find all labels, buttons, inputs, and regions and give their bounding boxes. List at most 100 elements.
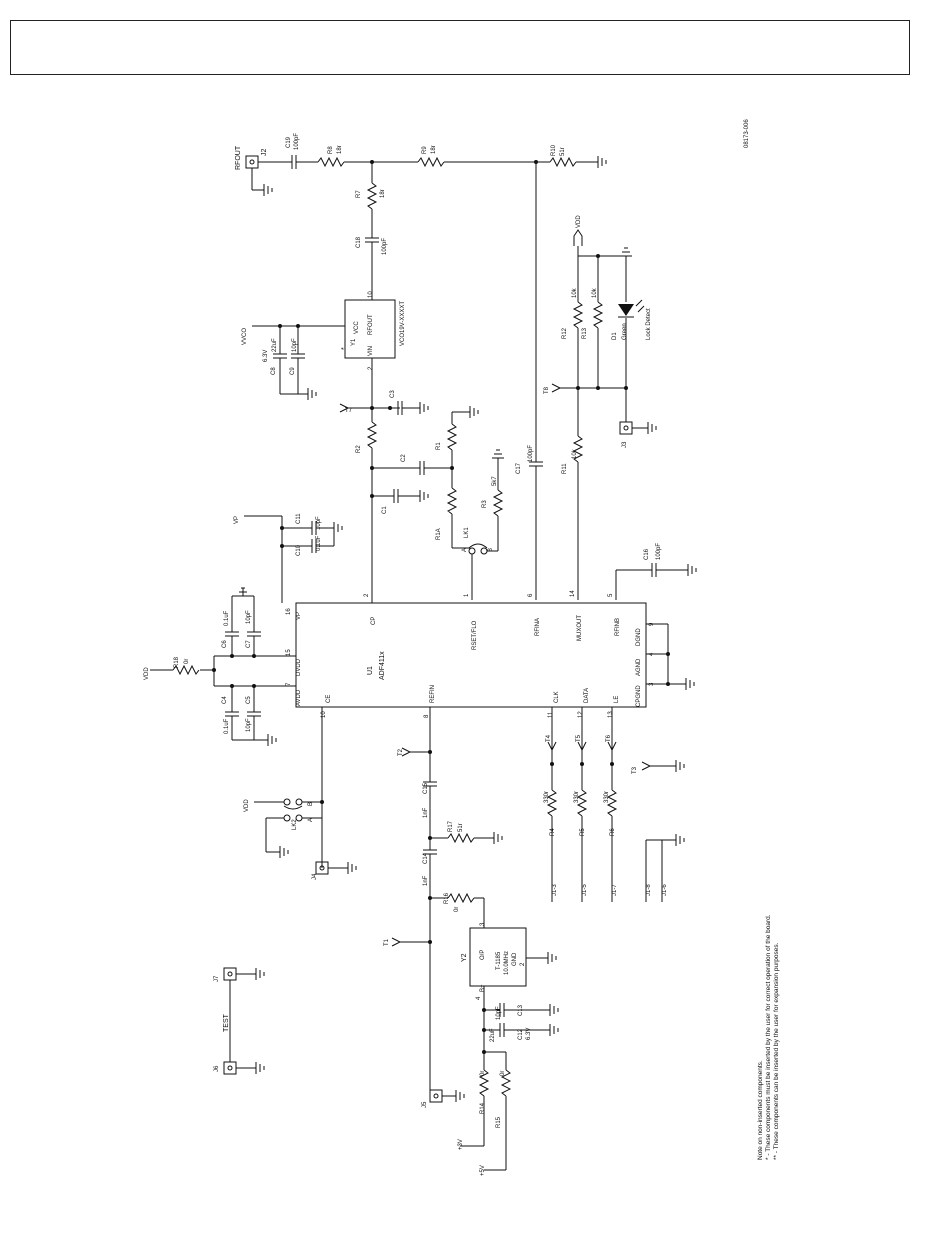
r3-label: R3 xyxy=(482,500,488,508)
osc-bplus: B+ xyxy=(480,984,486,992)
plus3v-label: +3V xyxy=(458,1139,464,1150)
vco-pin2: 2 xyxy=(368,366,374,370)
test-label: TEST xyxy=(223,1013,230,1032)
pin-rfina-num: 6 xyxy=(528,593,534,597)
note-line1: * - These components must be inserted by… xyxy=(765,914,772,1160)
j1-7-label: J1-7 xyxy=(612,884,618,896)
d1-label: D1 xyxy=(612,332,618,340)
digital-interface: T4 T5 T6 330r 330r 330r R4 R5 R6 J1-3 J1… xyxy=(544,707,685,902)
pin-rfinb-num: 5 xyxy=(608,593,614,597)
r10-label: R10 xyxy=(551,144,557,156)
c4-value: 0.1uF xyxy=(224,718,230,734)
r18-label: R18 xyxy=(174,656,180,668)
r7-label: R7 xyxy=(356,190,362,198)
c8-value: 22uF xyxy=(272,338,278,352)
c15-value: 1nF xyxy=(423,807,429,818)
pin-muxout-num: 14 xyxy=(570,590,576,597)
c14-value: 1nF xyxy=(423,875,429,886)
r1-label: R1 xyxy=(436,442,442,450)
c12-label: C12 xyxy=(518,1028,524,1040)
t2-label: T2 xyxy=(398,748,404,756)
figure-id: 08173-006 xyxy=(744,119,750,148)
pin-cpgnd-name: CPGND xyxy=(636,685,642,707)
plus5v-label: +5V xyxy=(480,1165,486,1176)
pin-cp-num: 2 xyxy=(364,593,370,597)
d1-lock-detect: Lock Detect xyxy=(646,308,652,340)
c5-label: C5 xyxy=(246,696,252,704)
osc-freq: 10.0MHz xyxy=(504,951,510,975)
pin-data-name: DATA xyxy=(584,688,590,703)
t1-label: T1 xyxy=(384,938,390,946)
vco-y1: 10 2 VCC VIN RFOUT Y1 * VCO19V-XXXXT VVC… xyxy=(242,291,406,408)
j7-label: J7 xyxy=(214,975,220,982)
r7-value: 18r xyxy=(380,189,386,198)
c16-value: 100pF xyxy=(656,543,662,560)
pin-ce-name: CE xyxy=(326,695,332,703)
c8-label: C8 xyxy=(271,367,277,375)
osc-gnd: GND xyxy=(512,952,518,966)
vco-vcc: VCC xyxy=(354,321,360,334)
r8-value: 18r xyxy=(337,145,343,154)
pin-clk-name: CLK xyxy=(554,691,560,703)
r16-value: 0r xyxy=(454,907,460,912)
r1a-label: R1A xyxy=(436,528,442,540)
pin-ce-num: 10 xyxy=(321,711,327,718)
j2-label: J2 xyxy=(261,149,268,157)
pin-dvdd-num: 15 xyxy=(286,649,292,656)
r2-label: R2 xyxy=(356,445,362,453)
pin-le-name: LE xyxy=(614,696,620,703)
lk1-a: A xyxy=(462,548,468,552)
vdd-ce: VDD xyxy=(244,799,250,812)
c19-value: 100pF xyxy=(294,133,300,150)
oscillator-y2: 3 O/P T-1185 10.0MHz GND 2 Y2 B+ 4 C13 1… xyxy=(458,922,559,1176)
vco-pin10: 10 xyxy=(368,291,374,298)
t3-label: T3 xyxy=(632,766,638,774)
r17-value: 51r xyxy=(458,823,464,832)
j6-label: J6 xyxy=(214,1065,220,1072)
osc-ref: Y2 xyxy=(461,953,468,962)
c10-value: 0.1uF xyxy=(316,535,322,551)
pin-le-num: 13 xyxy=(608,711,614,718)
pin-avdd-name: AVDD xyxy=(296,689,302,706)
osc-pin4: 4 xyxy=(476,996,482,1000)
c11-label: C11 xyxy=(296,513,302,524)
refin-section: T2 C15 1nF R17 51r C14 1nF R16 0r T1 J5 xyxy=(384,707,503,1108)
c10-label: C10 xyxy=(296,544,302,556)
pin-rfinb-name: RFINB xyxy=(615,618,621,636)
c2-label: C2 xyxy=(401,454,407,462)
r14-label: R14 xyxy=(480,1102,486,1114)
j1-3-label: J1-3 xyxy=(552,884,558,896)
r12-value: 10k xyxy=(572,287,578,298)
c6-value: 0.1uF xyxy=(224,610,230,626)
pin-rfina-name: RFINA xyxy=(535,618,541,636)
c11-value: 10pF xyxy=(316,516,322,530)
lk2-a: A xyxy=(308,818,314,822)
c17-label: C17 xyxy=(516,462,522,474)
pin-vp-num: 16 xyxy=(286,608,292,615)
vco-ref: Y1 xyxy=(351,338,357,346)
r5-value: 330r xyxy=(574,791,580,803)
r17-label: R17 xyxy=(448,820,454,832)
c5-value: 10pF xyxy=(246,718,252,732)
c9-label: C9 xyxy=(290,367,296,375)
r12-label: R12 xyxy=(562,327,568,339)
r4-label: R4 xyxy=(550,828,556,836)
header-frame xyxy=(10,20,910,75)
c18-label: C18 xyxy=(356,236,362,248)
lk1-b: B xyxy=(488,548,494,552)
c4-label: C4 xyxy=(222,696,228,704)
r3-value: 5k7 xyxy=(492,476,498,486)
j3-label: J3 xyxy=(622,441,628,448)
vco-marker: * xyxy=(341,347,348,350)
c14-label: C14 xyxy=(423,852,429,864)
pin-rset-num: 1 xyxy=(464,593,470,597)
rfout-section: RFOUT J2 C19 100pF R8 18r R9 18r R10 51r… xyxy=(235,133,607,300)
vvco-label: VVCO xyxy=(242,328,248,345)
ic-u1: U1 ADF411x 2 CP 1 RSET/FLO 6 RFINA 14 MU… xyxy=(286,590,695,718)
j4-label: J4 xyxy=(312,873,318,880)
osc-pin3: 3 xyxy=(480,922,486,926)
c17-value: 100pF xyxy=(528,445,534,462)
r14-value: 0r xyxy=(480,1071,486,1076)
r8-label: R8 xyxy=(328,146,334,154)
